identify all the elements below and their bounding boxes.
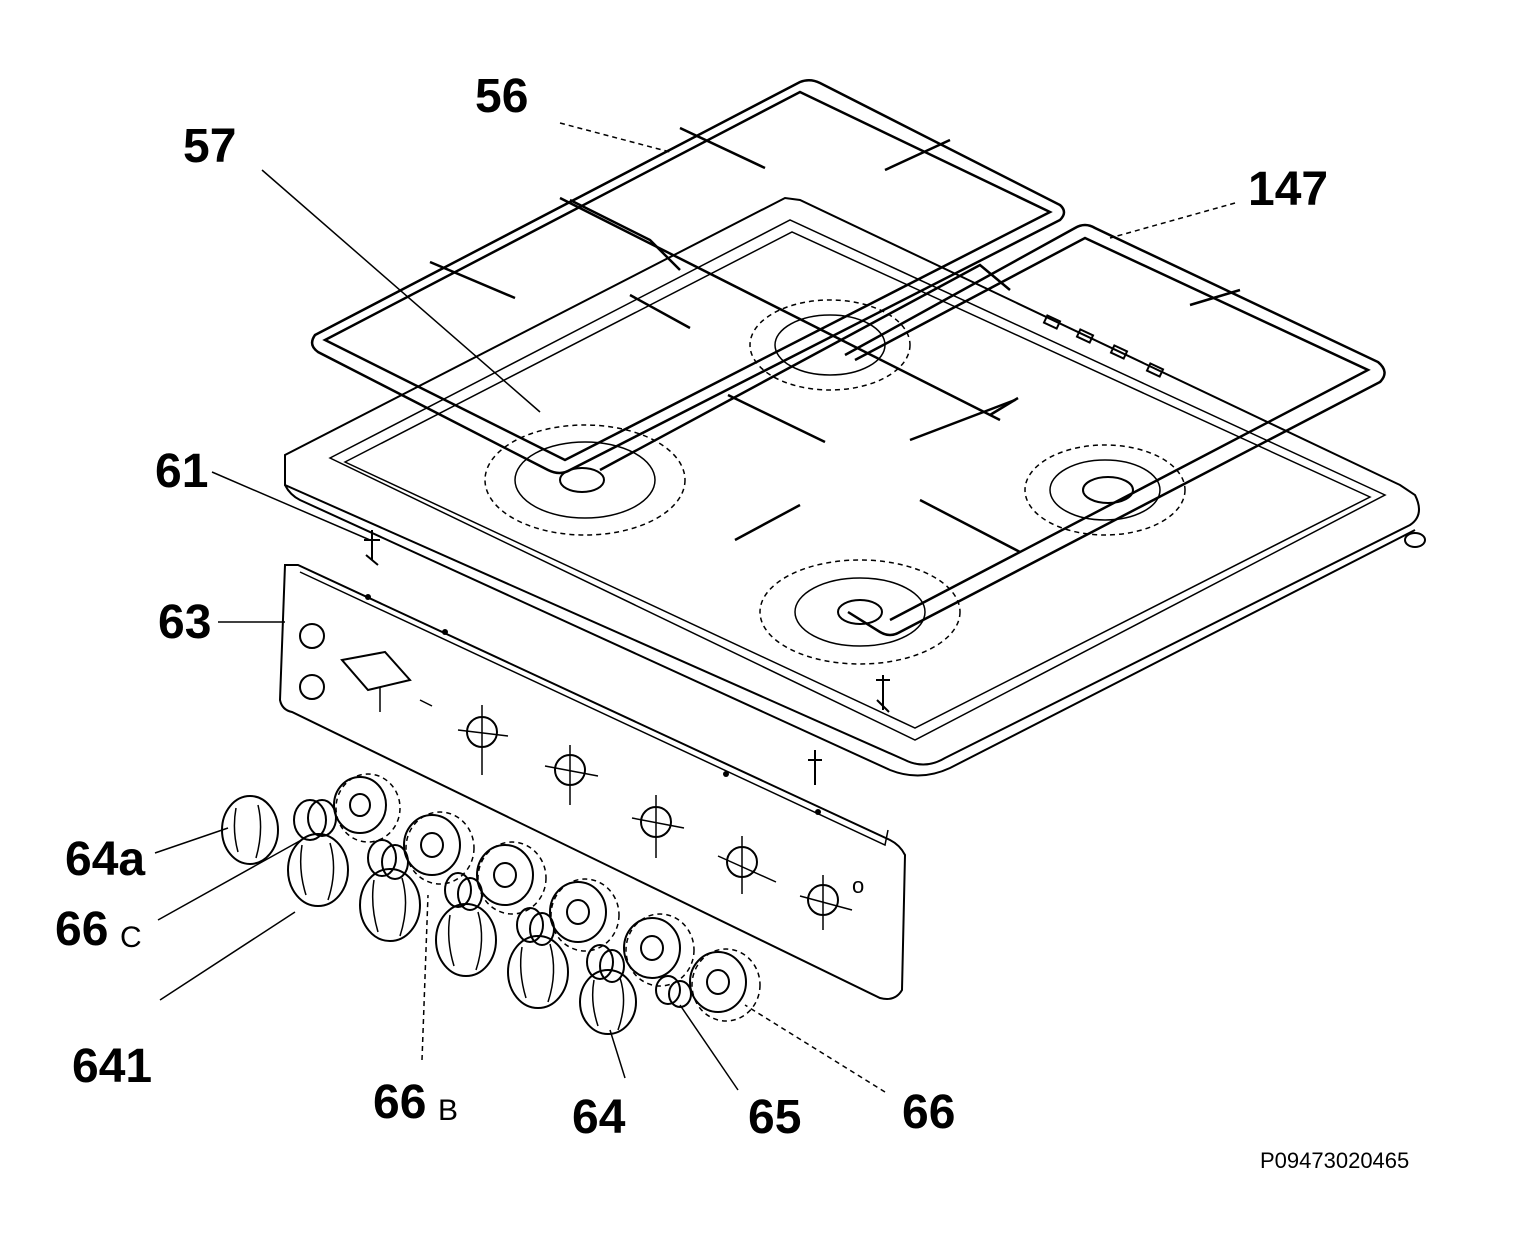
knob-hole-5 <box>799 875 853 930</box>
callout-65: 65 <box>748 1091 801 1144</box>
callout-66c: 66 C <box>55 903 142 956</box>
knob-641 <box>287 833 349 907</box>
callout-66c-number: 66 <box>55 903 108 956</box>
burner-front-left <box>484 424 686 536</box>
pan-support-right <box>599 223 1386 637</box>
knob-hole-2 <box>544 745 599 805</box>
knob-ring-4 <box>549 878 620 952</box>
callout-61: 61 <box>155 445 208 498</box>
burner-front-right <box>759 559 961 665</box>
burner-back-right <box>1024 444 1186 536</box>
drawing-reference-code: P09473020465 <box>1260 1148 1409 1173</box>
panel-marking-o: o <box>852 873 864 898</box>
callout-57: 57 <box>183 120 236 173</box>
knob-ring-5 <box>623 913 695 987</box>
knob-ring-3 <box>476 841 547 915</box>
callout-66b-number: 66 <box>373 1076 426 1129</box>
callout-64a: 64a <box>65 833 145 886</box>
spring-4 <box>516 907 555 946</box>
callout-66b-suffix: B <box>438 1094 458 1127</box>
control-panel: o <box>278 530 907 1000</box>
knob-hole-4 <box>717 836 777 894</box>
knob-hole-3 <box>631 795 685 858</box>
knob-64a <box>221 795 279 865</box>
callout-147: 147 <box>1248 163 1328 216</box>
hob-top-panel <box>284 196 1426 777</box>
hob-switch-row <box>1042 314 1165 378</box>
knob-body-64 <box>579 969 637 1035</box>
knob-body-2 <box>359 868 421 942</box>
knob-ring-66 <box>689 948 761 1022</box>
knob-body-4 <box>507 935 569 1009</box>
spring-64 <box>586 944 625 983</box>
knob-assembly <box>221 773 761 1035</box>
knob-ring-2 <box>403 811 475 885</box>
spring-65 <box>655 975 692 1008</box>
callout-56: 56 <box>475 70 528 123</box>
knob-ring-1 <box>333 773 401 843</box>
callout-66b: 66 B <box>373 1076 458 1129</box>
callout-641: 641 <box>72 1040 152 1093</box>
knob-body-3 <box>435 903 497 977</box>
screw-rear-right <box>1404 532 1426 548</box>
callout-66c-suffix: C <box>120 921 142 954</box>
callout-66: 66 <box>902 1086 955 1139</box>
knob-hole-1 <box>457 705 509 775</box>
callout-63: 63 <box>158 596 211 649</box>
spring-66b <box>367 839 409 880</box>
pan-support-left <box>310 79 1066 475</box>
spring-3 <box>444 872 483 911</box>
screw-61 <box>364 530 380 566</box>
screw-front-center <box>876 675 890 713</box>
leader-lines <box>154 122 1236 1093</box>
callout-64: 64 <box>572 1091 626 1144</box>
screw-panel-right <box>808 750 822 785</box>
